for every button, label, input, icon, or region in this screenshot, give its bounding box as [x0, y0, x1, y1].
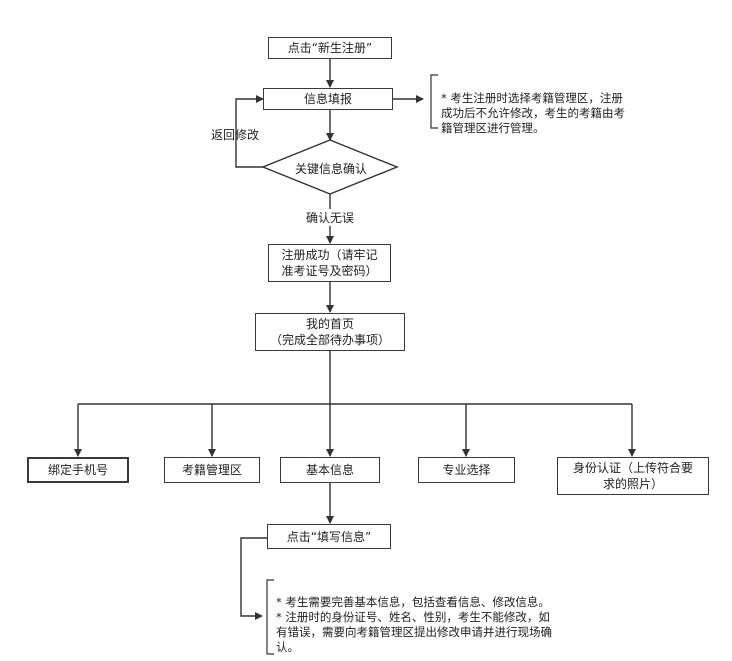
exam-area-text: 考籍管理区 [181, 463, 242, 477]
key-info-text: 关键信息确认 [294, 161, 367, 176]
click-fill-text: 点击“填写信息” [286, 529, 372, 544]
exam-area-node: 考籍管理区 [164, 457, 260, 483]
fill-info-node: 信息填报 [263, 88, 393, 110]
major-select-text: 专业选择 [442, 463, 491, 477]
key-info-diamond [261, 139, 399, 195]
click-fill-node: 点击“填写信息” [267, 524, 391, 549]
home-node: 我的首页 （完成全部待办事项） [255, 313, 405, 351]
major-select-node: 专业选择 [418, 457, 515, 483]
click-register-node: 点击“新生注册” [268, 37, 392, 59]
basic-info-node: 基本信息 [280, 457, 380, 483]
register-success-node: 注册成功（请牢记 准考证号及密码） [268, 244, 391, 282]
confirm-ok-label: 确认无误 [305, 209, 356, 226]
register-note: * 考生注册时选择考籍管理区，注册 成功后不允许修改，考生的考籍由考 籍管理区进… [441, 76, 661, 136]
home-text: 我的首页 （完成全部待办事项） [269, 317, 390, 347]
basic-info-text: 基本信息 [305, 463, 354, 477]
return-modify-label: 返回修改 [211, 128, 260, 142]
bind-phone-node: 绑定手机号 [27, 457, 129, 483]
bind-phone-text: 绑定手机号 [47, 463, 108, 477]
info-note: * 考生需要完善基本信息，包括查看信息、修改信息。 * 注册时的身份证号、姓名、… [276, 580, 606, 655]
register-note-text: * 考生注册时选择考籍管理区，注册 成功后不允许修改，考生的考籍由考 籍管理区进… [441, 91, 625, 135]
info-note-text: * 考生需要完善基本信息，包括查看信息、修改信息。 * 注册时的身份证号、姓名、… [276, 595, 552, 654]
id-verify-node: 身份认证（上传符合要 求的照片） [557, 457, 709, 495]
key-info-label-wrap: 关键信息确认 [263, 158, 399, 178]
register-success-text: 注册成功（请牢记 准考证号及密码） [281, 248, 378, 278]
fill-info-text: 信息填报 [303, 92, 352, 106]
click-register-text: 点击“新生注册” [287, 41, 373, 55]
id-verify-text: 身份认证（上传符合要 求的照片） [572, 461, 693, 491]
